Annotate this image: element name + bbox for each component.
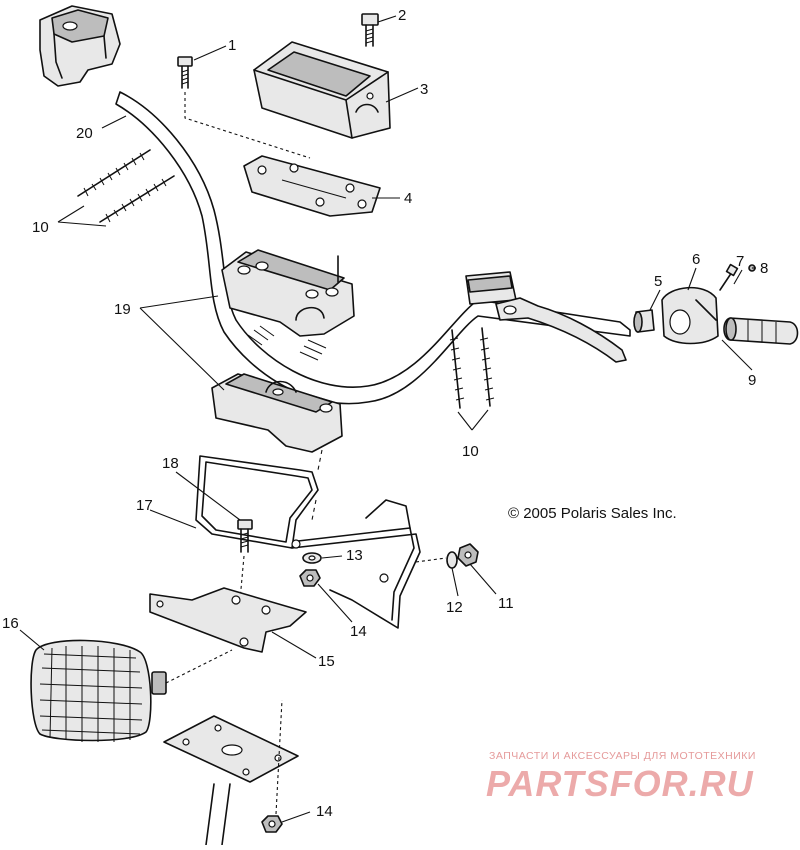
callout-10-left: 10: [32, 219, 49, 236]
callout-3: 3: [420, 81, 428, 98]
callout-1: 1: [228, 37, 236, 54]
threaded-studs-left: [77, 149, 175, 223]
callout-17: 17: [136, 497, 153, 514]
nut-14-center: [299, 569, 321, 587]
washer-13: [302, 552, 322, 564]
callout-14-bottom: 14: [316, 803, 333, 820]
callout-numbers: 1 2 3 4 5 6 7 8 9 10 10 11 12 13 14 14 1…: [2, 7, 768, 820]
throttle-housing: [661, 286, 719, 345]
bottom-mount-plate: [163, 715, 299, 846]
callout-7: 7: [736, 253, 744, 270]
callout-9: 9: [748, 372, 756, 389]
upper-handlebar-clamp: [221, 249, 355, 337]
callout-19: 19: [114, 301, 131, 318]
callout-4: 4: [404, 190, 412, 207]
bolt-18: [237, 519, 253, 601]
nut-14-bottom: [261, 699, 283, 833]
callout-14-center: 14: [350, 623, 367, 640]
leader-lines: [19, 15, 756, 823]
callout-11: 11: [498, 595, 514, 612]
callout-16: 16: [2, 615, 19, 632]
callout-13: 13: [346, 547, 363, 564]
master-cylinder-reservoir: [39, 5, 121, 87]
callout-6: 6: [692, 251, 700, 268]
throttle-screw: [719, 263, 739, 291]
callout-15: 15: [318, 653, 335, 670]
mounting-plate: [243, 155, 381, 217]
watermark-tagline: ЗАПЧАСТИ И АКСЕССУАРЫ ДЛЯ МОТОТЕХНИКИ: [489, 750, 756, 762]
headlight-bracket: [195, 455, 421, 629]
callout-5: 5: [654, 273, 662, 290]
callout-20: 20: [76, 125, 93, 142]
callout-2: 2: [398, 7, 406, 24]
handlebar: [115, 91, 631, 405]
bolt-2: [361, 13, 379, 47]
watermark-brand: PARTSFOR.RU: [486, 763, 754, 804]
throttle-bushing: [633, 309, 655, 333]
bolt-1: [177, 56, 311, 159]
nut-11: [457, 543, 479, 567]
washer-12: [446, 551, 458, 569]
callout-8: 8: [760, 260, 768, 277]
callout-18: 18: [162, 455, 179, 472]
lower-handlebar-clamp: [211, 373, 343, 453]
threaded-studs-right: [449, 327, 495, 409]
brake-lever-assembly: [465, 271, 627, 363]
callout-10-right: 10: [462, 443, 479, 460]
headlight: [30, 639, 233, 742]
handlebar-cover: [253, 41, 391, 139]
hand-grip: [723, 317, 799, 345]
copyright-notice: © 2005 Polaris Sales Inc.: [508, 505, 677, 522]
lamp-mount-plate: [149, 587, 307, 653]
callout-12: 12: [446, 599, 463, 616]
